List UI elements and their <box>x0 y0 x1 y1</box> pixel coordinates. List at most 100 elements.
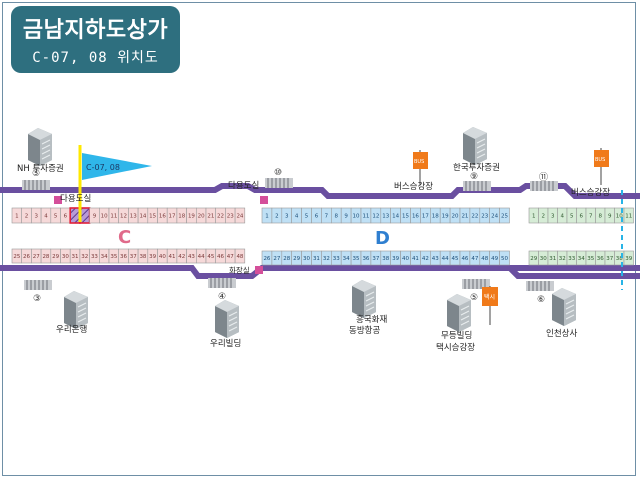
shop-c-top: 12 <box>118 207 129 224</box>
shop-d-bottom: 37 <box>370 250 382 266</box>
corridor-wall-bottom <box>0 265 640 279</box>
shop-e-top: 8 <box>595 207 606 224</box>
svg-text:BUS: BUS <box>595 157 605 163</box>
shop-number: 5 <box>570 214 574 220</box>
shop-c-bottom: 48 <box>234 248 246 264</box>
shop-c-top: 1 <box>11 207 22 224</box>
shop-number: 10 <box>353 214 360 220</box>
shop-d-top: 3 <box>281 207 292 224</box>
shop-number: 19 <box>442 214 449 220</box>
shop-e-bottom: 37 <box>604 250 615 266</box>
utility-room-marker <box>260 196 268 204</box>
shop-c-top: 17 <box>166 207 178 224</box>
shop-number: 27 <box>33 254 40 260</box>
shop-number: 1 <box>532 214 536 220</box>
shop-d-top: 15 <box>400 207 411 224</box>
shop-number: 8 <box>599 214 603 220</box>
shop-number: 15 <box>402 214 409 220</box>
shop-number: 6 <box>64 214 68 220</box>
shop-c-bottom: 39 <box>147 248 158 264</box>
shop-c-bottom: 35 <box>108 248 119 264</box>
shop-number: 7 <box>325 214 329 220</box>
shop-d-bottom: 40 <box>400 250 411 266</box>
shop-c-bottom: 36 <box>118 248 129 264</box>
shop-c-top: 10 <box>99 207 110 224</box>
shop-number: 33 <box>333 256 340 262</box>
shop-d-bottom: 33 <box>330 250 342 266</box>
shop-number: 7 <box>589 214 593 220</box>
shop-d-bottom: 50 <box>499 250 510 266</box>
shop-number: 20 <box>198 214 205 220</box>
shop-e-top: 4 <box>557 207 568 224</box>
shop-number: 14 <box>139 214 146 220</box>
shop-c-top: 19 <box>186 207 197 224</box>
shop-number: 30 <box>540 256 547 262</box>
shop-d-top: 13 <box>380 207 391 224</box>
shop-c-top: 20 <box>196 207 207 224</box>
shop-c-bottom: 33 <box>89 248 100 264</box>
shop-d-bottom: 36 <box>360 250 372 266</box>
shop-number: 1 <box>15 214 19 220</box>
shop-c-bottom: 42 <box>176 248 187 264</box>
shop-e-top: 11 <box>623 207 634 224</box>
shop-number: 2 <box>275 214 279 220</box>
stairs-icon <box>23 279 53 291</box>
shop-number: 34 <box>343 256 350 262</box>
shop-c-top: 11 <box>108 207 119 224</box>
shop-number: 34 <box>101 254 108 260</box>
shop-number: 16 <box>159 214 166 220</box>
exit-number: ⑥ <box>537 295 545 305</box>
shop-number: 11 <box>362 214 369 220</box>
shop-d-bottom: 49 <box>489 250 500 266</box>
shop-e-top: 5 <box>566 207 577 224</box>
shop-c-bottom: 28 <box>40 248 52 264</box>
shop-c-top: 4 <box>40 207 52 224</box>
shop-c-bottom: 37 <box>128 248 139 264</box>
bus-sign-1: BUS <box>413 150 428 185</box>
label-taxi-stop: 택시승강장 <box>436 342 475 353</box>
shop-c-bottom: 44 <box>196 248 207 264</box>
exit-number: ⑪ <box>539 172 548 183</box>
label-nh: NH 투자증권 <box>17 163 64 174</box>
shop-d-top: 25 <box>499 207 510 224</box>
shop-number: 29 <box>293 256 300 262</box>
zone-c-label: C <box>118 227 131 248</box>
shop-d-top: 22 <box>469 207 481 224</box>
shop-number: 23 <box>481 214 488 220</box>
shop-number: 39 <box>625 256 632 262</box>
shop-c-top <box>69 207 81 224</box>
label-bus-stop-1: 버스승강장 <box>394 181 433 192</box>
shop-number: 38 <box>382 256 389 262</box>
shop-number: 19 <box>188 214 195 220</box>
shop-number: 31 <box>72 254 79 260</box>
shop-d-bottom: 44 <box>439 250 451 266</box>
shop-number: 6 <box>315 214 319 220</box>
shop-e-bottom: 34 <box>576 250 587 266</box>
stairs-icon <box>462 180 492 192</box>
building-icon-woori-bldg <box>214 299 240 339</box>
shop-number: 32 <box>81 254 88 260</box>
shop-c-top: 13 <box>128 207 139 224</box>
shop-d-top: 1 <box>261 207 273 224</box>
shop-c-bottom: 47 <box>225 248 236 264</box>
shop-c-bottom: 45 <box>205 248 216 264</box>
shop-number: 37 <box>372 256 379 262</box>
shop-d-top: 5 <box>301 207 312 224</box>
label-restroom: 화장실 <box>229 265 250 275</box>
label-heungkuk: 흥국화재 <box>356 314 387 325</box>
shop-number: 6 <box>580 214 584 220</box>
exit-number: ③ <box>33 294 41 304</box>
shop-number: 34 <box>578 256 585 262</box>
shop-number: 18 <box>432 214 439 220</box>
svg-text:BUS: BUS <box>414 159 424 165</box>
shop-d-top: 17 <box>420 207 431 224</box>
shop-d-top: 21 <box>459 207 471 224</box>
restroom-marker <box>255 266 263 274</box>
shop-c-top: 21 <box>205 207 216 224</box>
shop-number: 3 <box>551 214 555 220</box>
shop-number: 3 <box>285 214 289 220</box>
shop-number: 9 <box>93 214 97 220</box>
shop-d-top: 7 <box>321 207 332 224</box>
label-woori-bank: 우리은행 <box>56 324 87 335</box>
building-icon-nh <box>27 127 53 167</box>
